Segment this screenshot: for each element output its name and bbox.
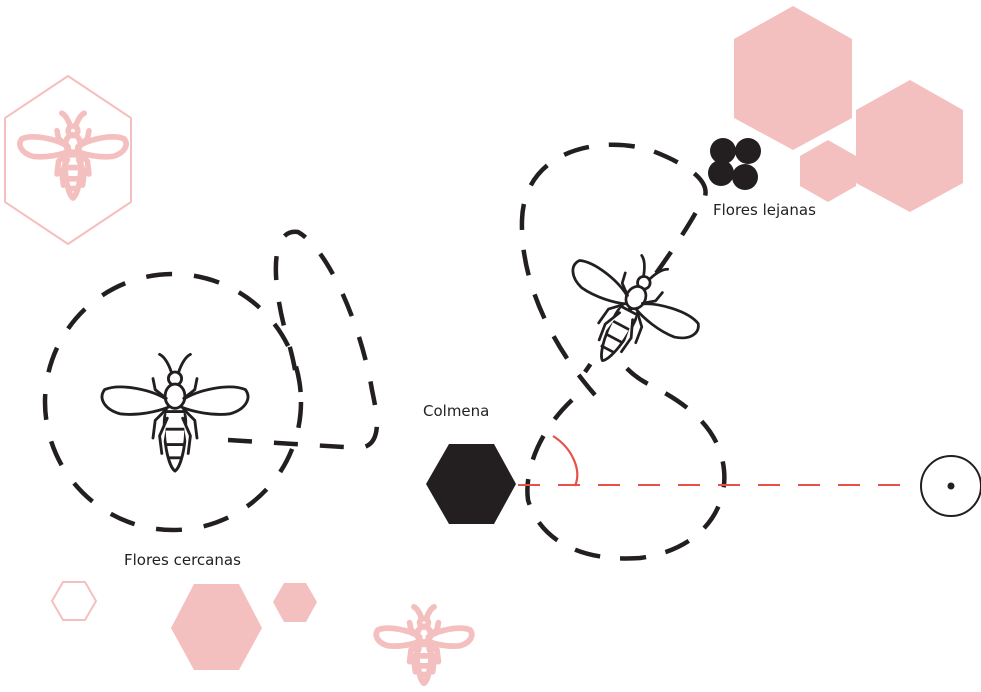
hexagon-small-right — [800, 140, 856, 202]
hexagon-large-right — [856, 80, 963, 212]
hive-label: Colmena — [423, 402, 490, 420]
hexagon-large-top — [734, 6, 852, 150]
bee-icon — [20, 113, 126, 198]
far-flowers-label: Flores lejanas — [713, 201, 816, 219]
bee-icon — [376, 607, 471, 683]
round-dance-path — [42, 271, 304, 533]
waggle-dance-path-lower — [525, 346, 727, 561]
angle-arc — [552, 435, 579, 487]
waggle-dance-path-upper — [519, 142, 708, 397]
hexagon-bottom-small — [273, 583, 317, 622]
bee-icon — [100, 352, 250, 473]
hexagon-outline-bottomleft — [50, 581, 98, 621]
hexagon-outline-topleft — [4, 74, 132, 246]
flower-cluster-icon — [708, 138, 761, 190]
hive-hexagon — [426, 444, 516, 524]
sun-center — [947, 482, 955, 490]
hexagon-bottom-large — [171, 584, 262, 670]
near-flowers-label: Flores cercanas — [124, 551, 241, 569]
